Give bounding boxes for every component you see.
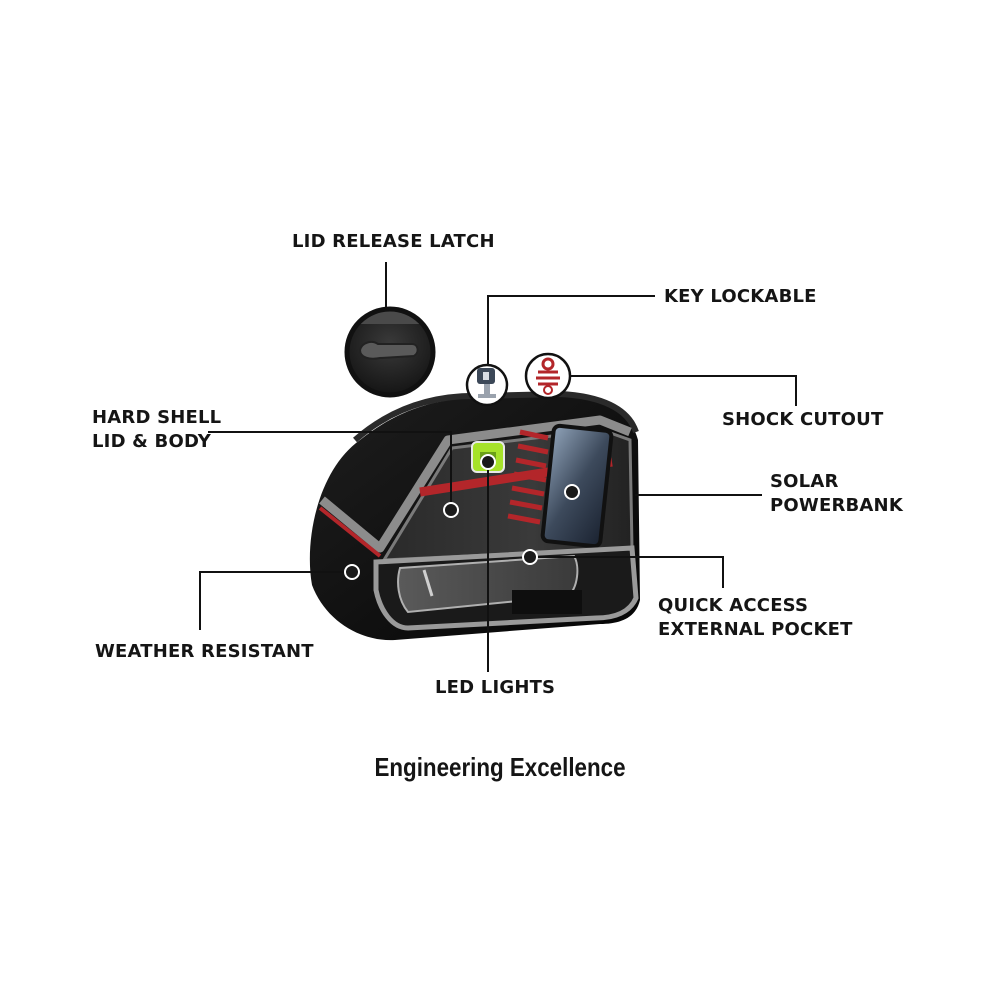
shock-spring	[507, 429, 549, 525]
weather-resistant-marker	[344, 564, 360, 580]
led-marker	[480, 454, 496, 470]
quick-access-label: QUICK ACCESS EXTERNAL POCKET	[658, 595, 853, 640]
key-lock-icon	[465, 363, 509, 407]
callout-markers	[344, 454, 580, 580]
caption: Engineering Excellence	[374, 752, 626, 782]
leader-lines	[199, 262, 797, 672]
key-lockable-label: KEY LOCKABLE	[664, 286, 817, 307]
bag-mount-plate	[512, 590, 582, 614]
trim-band	[319, 415, 632, 553]
pocket-zipper	[422, 569, 434, 597]
latch-inset	[344, 306, 436, 398]
pocket-marker	[522, 549, 538, 565]
weather-resistant-label: WEATHER RESISTANT	[95, 641, 314, 662]
saddlebag-illustration	[309, 390, 640, 641]
latch-handle	[358, 341, 419, 360]
shock-cutout-icon	[524, 352, 572, 400]
trim-red	[318, 506, 382, 558]
powerbank-marker	[564, 484, 580, 500]
lid-release-latch-label: LID RELEASE LATCH	[292, 231, 495, 252]
hard-shell-marker	[443, 502, 459, 518]
shock-cutout-label: SHOCK CUTOUT	[722, 409, 884, 430]
hard-shell-label: HARD SHELL LID & BODY	[92, 407, 222, 452]
solar-powerbank-label: SOLAR POWERBANK	[770, 471, 903, 516]
led-lights-label: LED LIGHTS	[435, 677, 556, 698]
